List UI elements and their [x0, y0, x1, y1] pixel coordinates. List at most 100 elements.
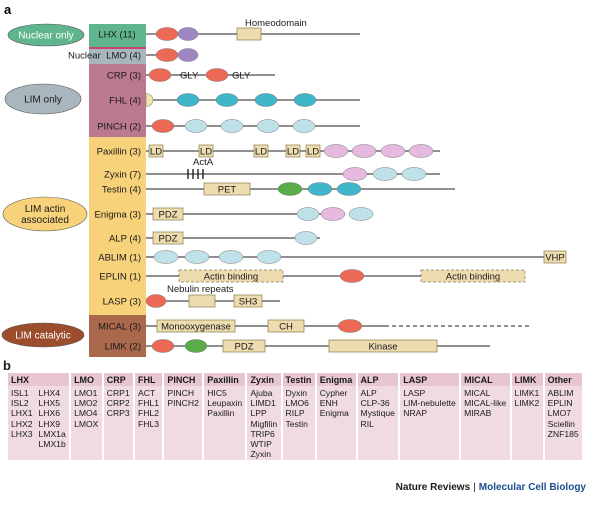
family-member: ISL2	[11, 398, 29, 409]
domain-annotation: GLY	[232, 71, 251, 82]
family-member: CRP2	[106, 398, 130, 409]
lim-block-catalytic	[89, 315, 146, 357]
family-member: Zyxin	[250, 449, 271, 460]
family-name: LHX (11)	[98, 30, 135, 41]
lim-domain-purple	[177, 48, 199, 62]
family-member: LIMD1	[250, 398, 276, 409]
family-row: LHX (11) Homeodomain	[98, 18, 360, 41]
domain-label: Monooxygenase	[161, 321, 231, 332]
family-member: PINCH2	[167, 398, 199, 409]
domain-label: Actin binding	[446, 271, 500, 282]
family-member: Testin	[285, 418, 308, 429]
nuclear-prefix-label: Nuclear	[68, 51, 101, 62]
family-name: FHL (4)	[109, 96, 141, 107]
group-label: LIM actin	[25, 204, 66, 215]
family-member: LASP	[403, 388, 426, 398]
lim-domain-red	[155, 27, 179, 41]
family-member: LMO6	[285, 398, 309, 409]
family-name: Enigma (3)	[95, 210, 141, 221]
family-row: ABLIM (1)VHP	[98, 250, 567, 264]
family-member: ABLIM	[547, 388, 574, 398]
lim-domain-lightblue	[372, 167, 398, 181]
half-lim-domain	[145, 93, 154, 107]
family-member: LMO7	[547, 408, 572, 419]
lim-block-actin	[89, 137, 146, 315]
family-name: Paxillin (3)	[97, 147, 141, 158]
lim-domain-red	[151, 119, 175, 133]
domain-label: SH3	[239, 296, 257, 307]
family-member: Mystique	[360, 408, 395, 419]
panel-b-label: b	[3, 358, 11, 373]
family-row: LMO (4)Nuclear	[68, 48, 199, 62]
group-pill-shape	[7, 23, 85, 47]
lim-domain-lightblue	[184, 119, 208, 133]
family-member: CLP-36	[360, 398, 390, 409]
family-member: LMX1b	[38, 439, 66, 450]
group-pill-shape	[1, 322, 85, 348]
family-name: LIMK (2)	[105, 342, 141, 353]
family-member: Migfilin	[250, 418, 278, 429]
lim-domain-green	[277, 182, 303, 196]
lim-domain-blue	[254, 93, 278, 107]
domain-label: LD	[200, 146, 212, 157]
credit-separator: |	[473, 482, 476, 493]
family-member: FHL3	[138, 418, 160, 429]
family-column-header: CRP	[106, 375, 126, 385]
family-member: MICAL	[464, 388, 491, 398]
family-name: EPLIN (1)	[99, 272, 141, 283]
family-member: RILP	[285, 408, 305, 419]
family-column-header: ALP	[360, 375, 379, 385]
lim-domain-pink	[408, 144, 434, 158]
lim-block-lim-only-pink	[89, 64, 146, 137]
lim-domain-blue	[293, 93, 317, 107]
family-member: CRP1	[106, 388, 130, 398]
lim-domain-blue	[215, 93, 239, 107]
lim-domain-lightblue	[294, 231, 318, 245]
domain-box	[543, 250, 567, 264]
family-member: LMX1a	[38, 428, 66, 439]
family-member: Ajuba	[250, 388, 273, 398]
domain-annotation: Homeodomain	[245, 18, 307, 29]
family-name: Testin (4)	[102, 185, 141, 196]
family-member: Cypher	[319, 388, 348, 398]
family-member: LHX9	[38, 418, 61, 429]
lim-domain-pink	[342, 167, 368, 181]
family-member: FHL2	[138, 408, 160, 419]
domain-box	[188, 294, 216, 308]
family-row: Zyxin (7)ActA	[104, 157, 440, 181]
domain-label: LD	[150, 146, 162, 157]
family-member: LIMK2	[514, 398, 540, 409]
domain-box	[253, 144, 269, 158]
group-pill-catalytic: LIM catalytic	[1, 322, 85, 348]
domain-box	[203, 182, 251, 196]
domain-box	[233, 294, 263, 308]
family-member: MICAL-like	[464, 398, 507, 409]
family-member: Paxillin	[207, 408, 235, 419]
family-member: CRP3	[106, 408, 130, 419]
